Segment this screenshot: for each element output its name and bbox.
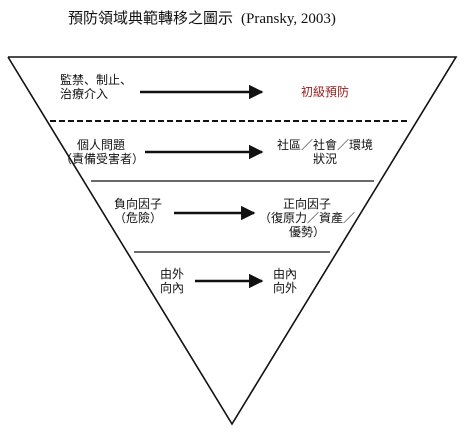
title-citation: (Pransky, 2003) <box>241 11 336 27</box>
level-2-to-line: 社區／社會／環境 <box>276 138 373 152</box>
level-1-to: 初級預防 <box>301 85 349 99</box>
level-3-from: 負向因子 （危險） <box>103 197 173 225</box>
level-1-from: 監禁、制止、 治療介入 <box>60 73 132 101</box>
level-4-from-line: 由外 <box>159 267 184 281</box>
level-4-from: 由外 向內 <box>152 267 192 295</box>
level-3-to-line: 優勢） <box>288 225 325 239</box>
title-text: 預防領域典範轉移之圖示 <box>68 9 234 27</box>
inverted-triangle-outline <box>7 56 458 426</box>
level-2-from-line: 個人問題 <box>76 138 125 152</box>
level-4-to-line: 向外 <box>272 281 297 295</box>
level-4-from-line: 向內 <box>159 281 184 295</box>
level-1-from-line: 治療介入 <box>60 87 109 101</box>
level-3-to-line: 正向因子 <box>282 197 331 211</box>
diagram-title: 預防領域典範轉移之圖示 (Pransky, 2003) <box>68 9 428 28</box>
level-4-to: 由內 向外 <box>265 267 305 295</box>
level-3-to-line: （復原力／資產／ <box>258 211 355 225</box>
level-3-from-line: 負向因子 <box>113 197 162 211</box>
level-1-from-line: 監禁、制止、 <box>60 73 133 87</box>
level-1-to-line: 初級預防 <box>301 85 350 99</box>
level-2-from: 個人問題 （責備受害者） <box>60 138 145 166</box>
level-2-to: 社區／社會／環境 狀況 <box>268 138 382 166</box>
level-4-to-line: 由內 <box>272 267 297 281</box>
level-3-from-line: （危險） <box>113 211 162 225</box>
level-2-from-line: （責備受害者） <box>60 152 145 166</box>
level-2-to-line: 狀況 <box>312 152 337 166</box>
level-3-to: 正向因子 （復原力／資產／ 優勢） <box>257 197 357 239</box>
